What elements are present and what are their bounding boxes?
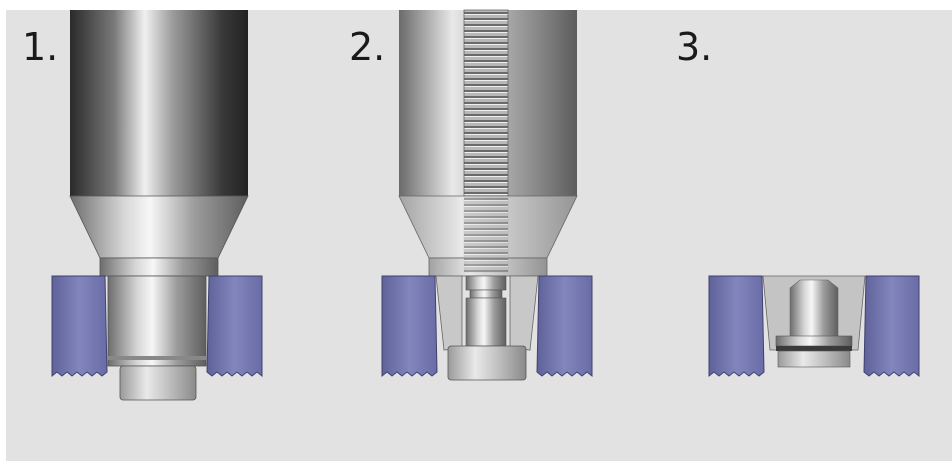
step-3-label: 3. (676, 25, 713, 69)
sheet-right (863, 275, 920, 378)
insert-stud (465, 297, 507, 347)
sheet-right (536, 275, 593, 378)
step-1-figure (51, 10, 263, 401)
sleeve-ring (108, 356, 206, 360)
tool-nose (69, 195, 249, 259)
tool-body (70, 10, 248, 196)
insert-base (777, 350, 851, 368)
insert-stud (469, 289, 503, 299)
sheet-left (381, 275, 438, 378)
step-2-figure (381, 9, 593, 381)
insert-sleeve-deformed (509, 275, 539, 351)
step-2-label: 2. (349, 25, 386, 69)
step-3-figure (708, 275, 920, 378)
sheet-right (206, 275, 263, 378)
sheet-left (708, 275, 765, 378)
mandrel-section (464, 196, 508, 272)
insert-collar-ring (776, 346, 852, 351)
insert-bore (789, 279, 839, 341)
tool-tip (99, 257, 219, 277)
sheet-left (51, 275, 108, 378)
step-1-label: 1. (22, 25, 59, 69)
insert-head (447, 345, 527, 381)
insert-sleeve-deformed (435, 275, 463, 351)
insert-sleeve (107, 275, 207, 367)
insert-collar (775, 335, 853, 347)
insert-head (119, 365, 197, 401)
insert-stud (465, 275, 507, 291)
